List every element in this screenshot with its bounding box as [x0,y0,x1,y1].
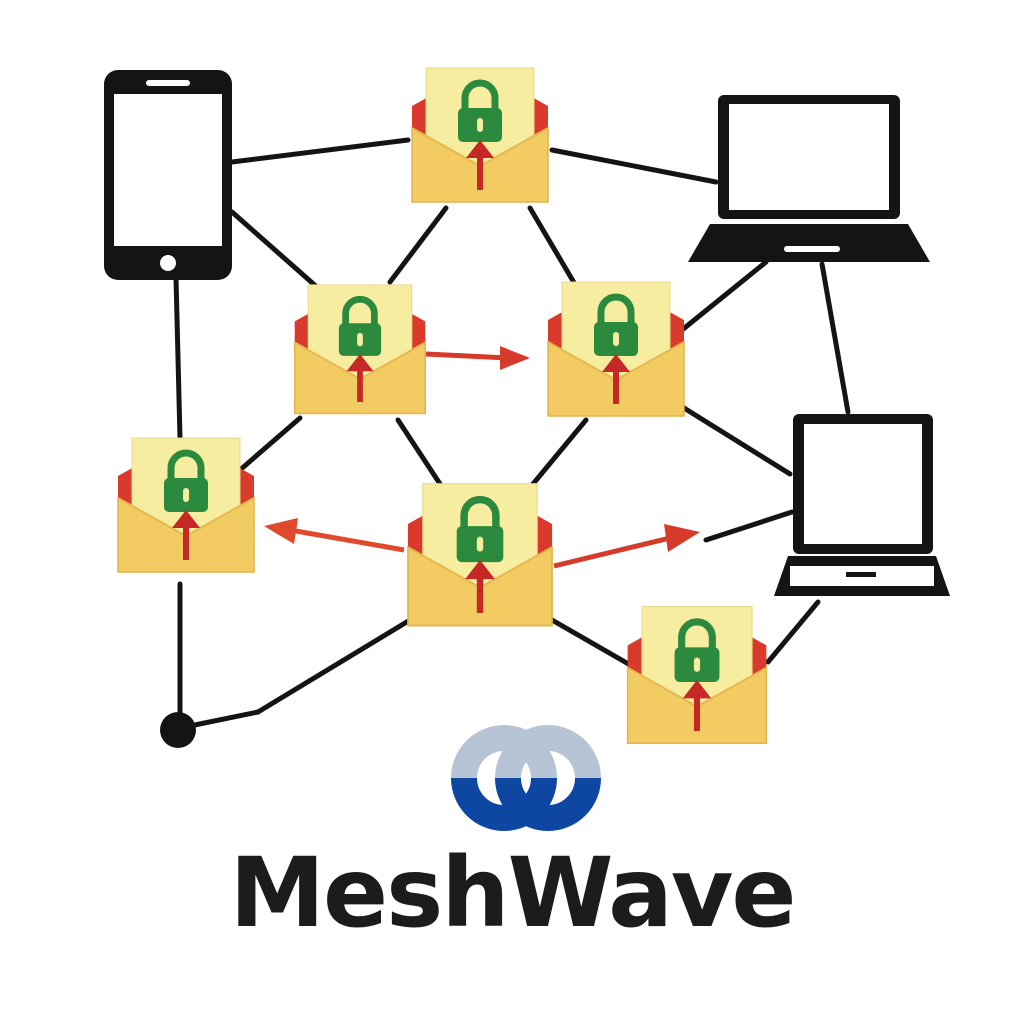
arrow-left-icon [264,518,405,553]
locked-envelope-icon [118,438,254,572]
message-flow-arrows [264,346,700,569]
locked-envelope-icon [412,68,548,202]
mesh-connections [173,137,851,731]
brand-wordmark: MeshWave [229,837,796,949]
laptop-icon [688,95,930,262]
arrow-right-icon [553,524,700,569]
arrow-right-icon [425,346,530,370]
laptop-icon [774,414,950,596]
locked-envelope-icon [628,607,767,744]
smartphone-icon [104,70,232,280]
interlocking-rings-logo [451,725,601,831]
locked-envelope-icon [295,285,426,414]
node-dot-icon [160,712,196,748]
locked-envelope-icon [408,484,552,626]
locked-envelope-icon [548,282,684,416]
